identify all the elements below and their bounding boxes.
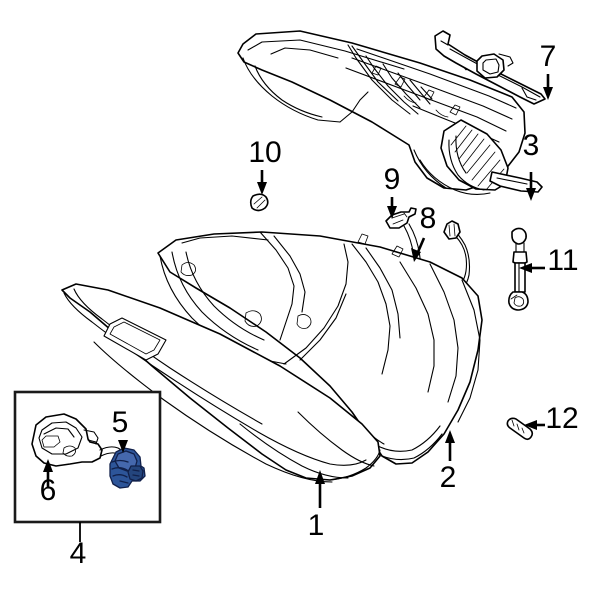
part-reinforcement-brace — [434, 30, 546, 105]
part-damper-strut — [508, 227, 529, 311]
part-screw-fastener — [506, 417, 534, 441]
callout-label-2: 2 — [440, 461, 457, 494]
part-latch-handle — [31, 413, 129, 467]
callout-label-1: 1 — [308, 509, 325, 542]
part-glove-box-housing — [157, 231, 483, 465]
callout-numbers: 1 2 3 4 5 6 7 8 9 10 11 12 — [40, 40, 579, 570]
callout-leaders — [43, 74, 553, 542]
callout-label-10: 10 — [248, 136, 281, 169]
callout-label-3: 3 — [523, 129, 540, 162]
callout-label-8: 8 — [420, 202, 437, 235]
callout-label-4: 4 — [70, 537, 87, 570]
callout-label-6: 6 — [40, 474, 57, 507]
callout-label-5: 5 — [112, 406, 129, 439]
callout-label-9: 9 — [384, 163, 401, 196]
callout-label-7: 7 — [540, 40, 557, 73]
part-retainer-clip — [249, 193, 269, 212]
callout-label-12: 12 — [545, 402, 578, 435]
callout-label-11: 11 — [547, 244, 578, 277]
part-lock-cylinder-actuator — [109, 447, 146, 489]
part-glove-box-door — [61, 283, 381, 483]
